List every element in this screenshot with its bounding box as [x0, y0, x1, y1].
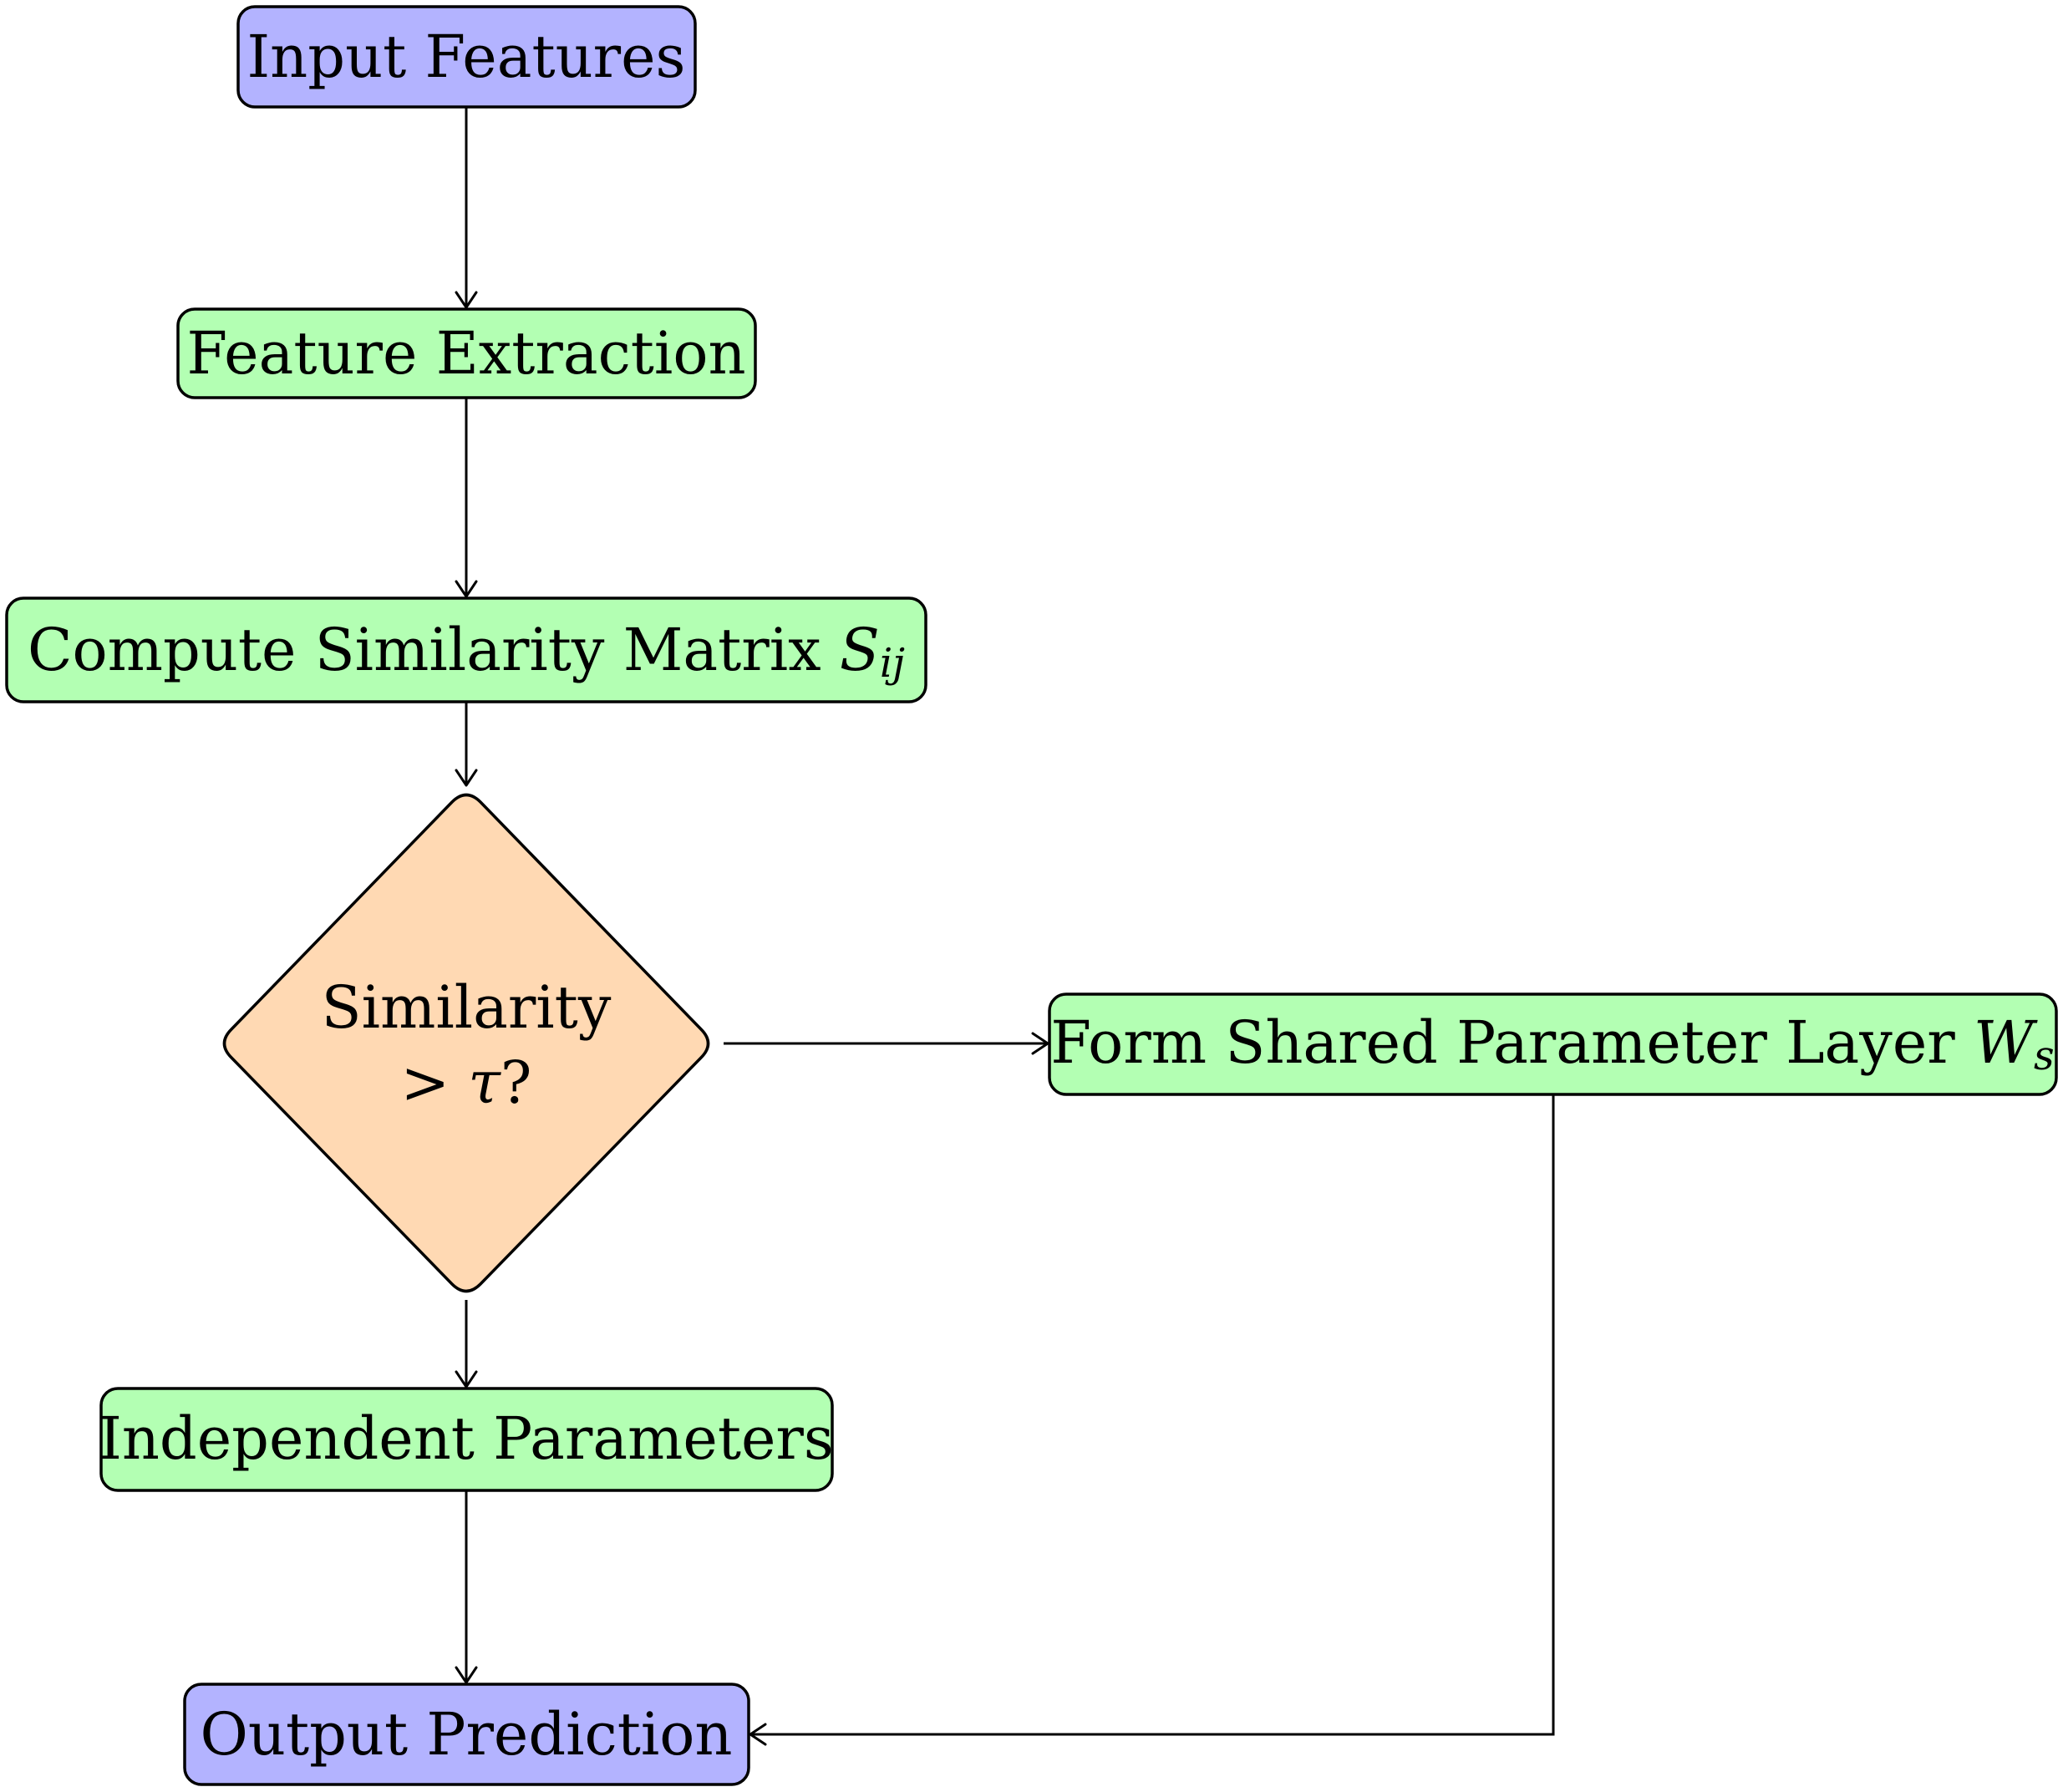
- node-decision-diamond: [222, 793, 710, 1293]
- edges: [455, 107, 1555, 1746]
- node-decision: Similarity > τ?: [222, 793, 710, 1293]
- node-feature-extraction-label: Feature Extraction: [186, 319, 745, 388]
- decision-operator: >: [401, 1048, 450, 1117]
- shared-layer-symbol: W: [1974, 1008, 2038, 1077]
- node-shared-layer: Form Shared Parameter Layer Ws: [1048, 992, 2058, 1096]
- node-feature-extraction-box: [176, 307, 757, 399]
- node-shared-layer-label: Form Shared Parameter Layer Ws: [1050, 1008, 2054, 1079]
- similarity-matrix-text: Compute Similarity Matrix: [28, 616, 840, 684]
- node-decision-line2: > τ?: [401, 1048, 532, 1117]
- node-input-features-label: Input Features: [247, 23, 686, 91]
- arrowhead-output-right: [749, 1723, 767, 1746]
- node-shared-layer-box: [1048, 992, 2058, 1096]
- arrowhead-independent: [455, 1370, 478, 1388]
- node-similarity-matrix-box: [5, 596, 927, 703]
- decision-threshold: τ: [468, 1048, 501, 1117]
- shared-layer-subscript: s: [2034, 1033, 2055, 1079]
- node-decision-line1: Similarity: [322, 973, 612, 1042]
- decision-question: ?: [501, 1048, 532, 1117]
- node-independent-label: Independent Parameters: [99, 1404, 834, 1473]
- node-input-features-box: [236, 5, 697, 109]
- node-output: Output Prediction: [183, 1683, 750, 1786]
- arrowhead-decision: [455, 769, 478, 787]
- similarity-matrix-subscript: ij: [880, 640, 905, 687]
- node-feature-extraction: Feature Extraction: [176, 307, 757, 399]
- edge-shared-to-output: [750, 1094, 1555, 1736]
- arrowhead-shared: [1031, 1032, 1049, 1055]
- node-similarity-matrix-label: Compute Similarity Matrix Sij: [28, 616, 905, 687]
- arrowhead-similarity: [455, 580, 478, 598]
- similarity-matrix-symbol: S: [840, 616, 880, 684]
- node-input-features: Input Features: [236, 5, 697, 109]
- arrowhead-extraction: [455, 291, 478, 309]
- node-output-box: [183, 1683, 750, 1786]
- node-similarity-matrix: Compute Similarity Matrix Sij: [5, 596, 927, 703]
- node-output-label: Output Prediction: [200, 1700, 732, 1769]
- node-independent-box: [99, 1387, 834, 1492]
- shared-layer-text: Form Shared Parameter Layer: [1050, 1008, 1974, 1077]
- node-independent: Independent Parameters: [99, 1387, 834, 1492]
- arrowhead-output: [455, 1666, 478, 1684]
